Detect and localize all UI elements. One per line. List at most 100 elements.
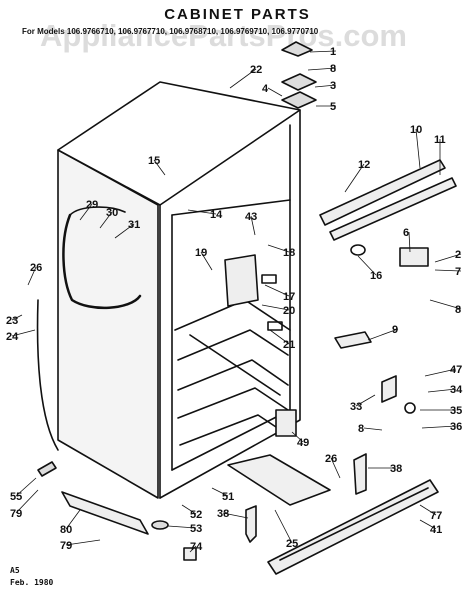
leader-line-26	[27, 266, 37, 286]
leader-line-6	[408, 231, 411, 253]
part-callout-7: 7	[455, 266, 461, 278]
part-callout-8: 8	[330, 63, 336, 75]
diagram-title: CABINET PARTS	[164, 6, 311, 23]
part-callout-23: 23	[6, 315, 18, 327]
part-callout-10: 10	[410, 124, 422, 136]
part-callout-26: 26	[325, 453, 337, 465]
leader-line-79	[15, 489, 39, 514]
part-callout-5: 5	[330, 101, 336, 113]
part-callout-1: 1	[330, 46, 336, 58]
part-callout-6: 6	[403, 227, 409, 239]
part-callout-79: 79	[10, 508, 22, 520]
leader-line-23	[11, 314, 23, 321]
leader-line-8	[429, 299, 462, 310]
part-callout-43: 43	[245, 211, 257, 223]
leader-line-10	[415, 128, 421, 169]
leader-line-7	[434, 269, 462, 272]
leader-line-14	[187, 209, 217, 215]
leader-line-4	[267, 87, 283, 97]
leader-line-15	[153, 159, 166, 176]
leader-line-55	[15, 477, 37, 497]
leader-line-21	[269, 329, 290, 345]
part-callout-12: 12	[358, 159, 370, 171]
part-callout-49: 49	[297, 437, 309, 449]
leader-line-34	[427, 388, 457, 393]
leader-line-51	[211, 487, 229, 497]
part-callout-29: 29	[86, 199, 98, 211]
part-callout-77: 77	[430, 510, 442, 522]
leader-line-29	[79, 203, 93, 221]
footer-code: A5	[10, 566, 20, 575]
leader-line-12	[344, 163, 365, 193]
leader-line-52	[181, 504, 197, 515]
part-callout-47: 47	[450, 364, 462, 376]
leader-line-24	[11, 329, 36, 337]
leader-line-22	[229, 68, 257, 89]
cabinet-side-panel	[57, 149, 159, 499]
leader-line-77	[419, 504, 437, 516]
part-callout-2: 2	[455, 249, 461, 261]
leader-line-9	[367, 328, 399, 341]
part-callout-52: 52	[190, 509, 202, 521]
part-callout-53: 53	[190, 523, 202, 535]
leader-line-18	[267, 244, 290, 253]
leader-line-8	[307, 67, 337, 71]
part-callout-9: 9	[392, 324, 398, 336]
part-callout-38: 38	[217, 508, 229, 520]
cabinet-front-edge	[159, 109, 301, 499]
leader-line-43	[250, 215, 256, 236]
leader-line-80	[65, 509, 81, 530]
leader-line-19	[200, 251, 213, 271]
part-callout-30: 30	[106, 207, 118, 219]
part-callout-17: 17	[283, 291, 295, 303]
part-callout-22: 22	[250, 64, 262, 76]
part-callout-79: 79	[60, 540, 72, 552]
part-callout-19: 19	[195, 247, 207, 259]
leader-line-16	[357, 255, 377, 276]
part-callout-21: 21	[283, 339, 295, 351]
part-callout-15: 15	[148, 155, 160, 167]
leader-line-25	[274, 509, 293, 544]
part-callout-31: 31	[128, 219, 140, 231]
part-callout-14: 14	[210, 209, 223, 221]
part-callout-25: 25	[286, 538, 298, 550]
leader-line-33	[355, 394, 376, 407]
part-callout-4: 4	[262, 83, 269, 95]
part-callout-26: 26	[30, 262, 42, 274]
part-callout-8: 8	[455, 304, 461, 316]
leader-line-74	[189, 545, 197, 553]
part-callout-24: 24	[6, 331, 19, 343]
part-callout-16: 16	[370, 270, 382, 282]
part-callout-35: 35	[450, 405, 462, 417]
leader-line-36	[421, 425, 457, 429]
leader-line-3	[314, 84, 337, 88]
part-callout-33: 33	[350, 401, 362, 413]
part-callout-11: 11	[434, 134, 446, 146]
part-callout-51: 51	[222, 491, 234, 503]
part-callout-55: 55	[10, 491, 22, 503]
leader-line-26	[330, 457, 341, 479]
leader-line-79	[65, 539, 101, 546]
part-callout-8: 8	[358, 423, 364, 435]
leader-line-53	[167, 525, 197, 529]
leader-line-20	[261, 304, 290, 311]
footer-date: Feb. 1980	[10, 578, 54, 587]
part-callout-41: 41	[430, 524, 442, 536]
leader-line-17	[264, 284, 290, 297]
leader-line-41	[419, 519, 437, 530]
leader-line-2	[434, 253, 462, 263]
leader-line-30	[99, 211, 113, 229]
leader-line-8	[363, 427, 383, 431]
model-list: For Models 106.9766710, 106.9767710, 106…	[22, 27, 319, 36]
leader-line-1	[309, 50, 337, 53]
part-callout-18: 18	[283, 247, 295, 259]
leader-line-49	[291, 431, 304, 443]
leader-line-47	[424, 368, 457, 377]
part-callout-36: 36	[450, 421, 462, 433]
leader-line-31	[114, 223, 135, 239]
part-callout-38: 38	[390, 463, 402, 475]
leader-line-38	[222, 512, 249, 519]
part-callout-74: 74	[190, 541, 203, 553]
